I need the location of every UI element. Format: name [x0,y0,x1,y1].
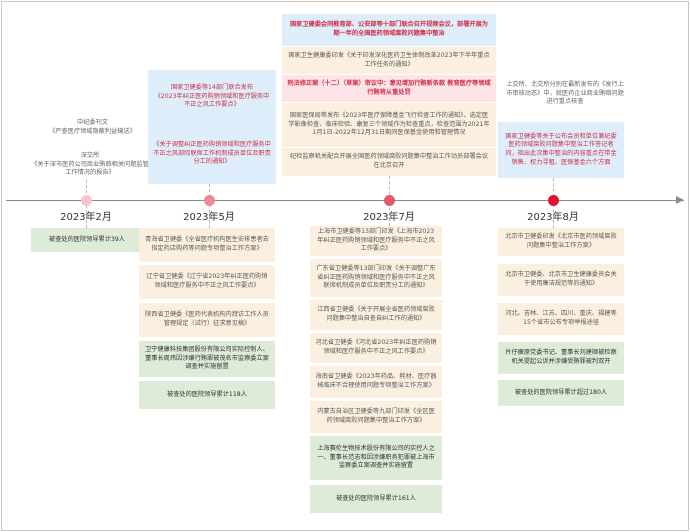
jul-below-4: 河北省卫健委《河北省2023年纠正医药购销领域和医疗服务中不正之风工作要点》 [310,333,442,363]
jul-item-3: 刑法修正案（十二）（草案）审议中：意见增加行贿新条款 教育医疗等领域行贿将从重处… [282,75,496,102]
may-below-3: 陕西省卫健委《医药代表机构内拜访工作人员管理规定（试行）征求意见稿》 [139,303,275,337]
aug-below-1: 北京市卫健委印发《北京市医药领域腐败问题集中整治工作方案》 [498,228,624,256]
may-count-box: 被查处的医院领导累计118人 [139,381,275,409]
aug-below-3: 河北、吉林、江苏、四川、重庆、福建等15个省市公布专项举报途径 [498,303,624,335]
jul-item-2: 国家卫生健康委印发《关于印发深化医药卫生体制改革2023年下半年重点工作任务的通… [282,47,496,74]
may-below-1: 青海省卫健委《全省医疗机构医生安排患者去指定药店购药等问题专项整治工作方案》 [139,228,275,262]
timeline-axis [6,200,684,201]
may-item-2: 《关于调整纠正医药购销领域和医疗服务中不正之风部际联席工作机制成员单位及职责分工… [148,124,276,184]
jul-below-7: 上海赛伦生物技术股份有限公司的实控人之一、董事长范志和因涉嫌职务犯罪被上海市监察… [310,436,442,480]
aug-item-1: 上交所、北交所分别在最新发布的《发行上市审核动态》中，就医药企业商业贿赂问题进行… [506,80,624,106]
jul-below-2: 广东省卫健委等13部门印发《关于调整广东省纠正医药购销领域和医疗服务中不正之风联… [310,259,442,297]
timeline-dot-feb [81,195,92,206]
feb-count-box: 被查处的医院领导累计39人 [31,228,143,252]
timeline-dot-may [204,195,215,206]
jul-item-4: 国家医保局等发布《2023年医疗保障基金飞行检查工作的通知》，选定医学影像检查、… [282,103,496,147]
connector-may [209,184,210,228]
timeline-arrow-icon [676,196,684,204]
date-label-feb: 2023年2月 [60,212,112,223]
jul-below-6: 内蒙古自治区卫健委等九部门印发《全区医药领域腐败问题集中整治工作方案》 [310,401,442,433]
jul-count-box: 被查处的医院领导累计161人 [310,485,442,513]
may-item-1: 国家卫健委等14部门联合发布 《2023年纠正医药购销领域和医疗服务中不正之风工… [148,70,276,124]
aug-count-box: 被查处的医院领导累计超过180人 [498,380,624,406]
timeline-dot-jul [384,195,395,206]
aug-item-2: 国家卫健委等关于公布会员和单位兼纪委医药领域腐败问题集中整治工作答记者问，指出此… [498,122,624,178]
date-label-may: 2023年5月 [183,212,235,223]
aug-below-4: 片仔癀原党委书记、董事长刘建顺被检察机关提起公诉并涉嫌受贿罪被判双开 [498,342,624,374]
jul-below-3: 江西省卫健委《关于开展全省医药领域腐败问题集中整治自查自纠工作的通知》 [310,300,442,330]
jul-item-1: 国家卫健委会同教育部、公安部等十部门联合召开视频会议，部署开展为期一年的全国医药… [282,14,496,46]
may-below-2: 辽宁省卫健委《辽宁省2023年纠正医药购销领域和医疗服务中不正之风工作要点》 [139,265,275,299]
date-label-aug: 2023年8月 [527,212,579,223]
jul-below-5: 海南省卫健委《2023年药品、耗材、医疗器械临床不合理使用问题专项整治工作方案》 [310,366,442,398]
may-below-4: 卫宁健康科技集团股份有限公司实际控制人、董事长周炜因涉嫌行贿罪被茂名市监察委立案… [139,341,275,377]
jul-item-5: 纪检监察机关配合开展全国医药领域腐败问题集中整治工作动员部署会议在北京召开 [282,148,496,176]
timeline-dot-aug [548,195,559,206]
aug-below-2: 北京市卫健委、北京市卫生健康委员会关于使用廉洁规范等的通知》 [498,264,624,296]
date-label-jul: 2023年7月 [363,212,415,223]
feb-item-1: 中纪委刊文 《严查医疗领域隐蔽利益输送》 [49,119,136,135]
feb-item-2: 深交所 《关于深市医药公司商业贿赂相关问题监管工作情况的报告》 [31,152,149,177]
jul-below-1: 上海市卫健委等13部门印发《上海市2023年纠正医药购销领域和医疗服务中不正之风… [310,226,442,256]
